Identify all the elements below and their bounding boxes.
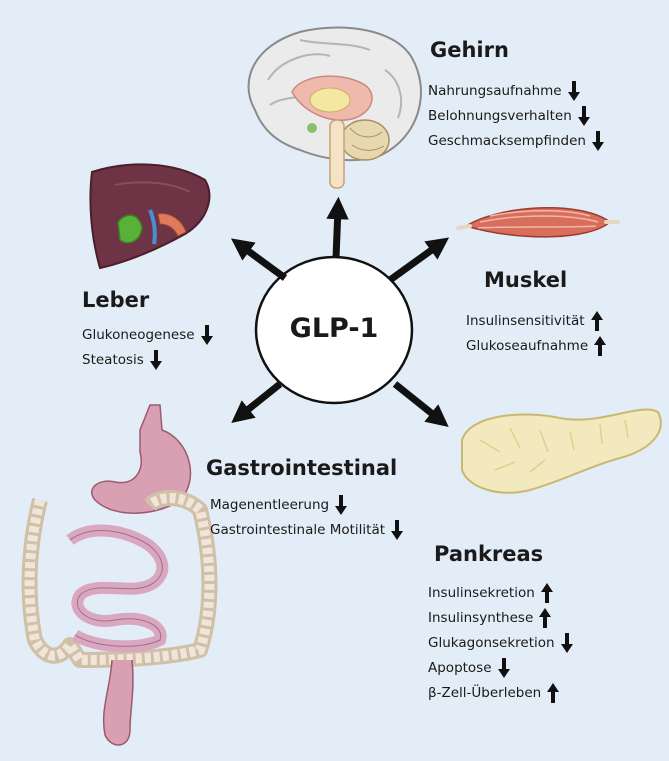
- brain-effect-item: Geschmacksempfinden: [428, 128, 605, 153]
- arrow-down-icon: [391, 519, 404, 540]
- arrow-down-icon: [560, 632, 573, 653]
- muscle-effect-item: Insulinsensitivität: [466, 308, 607, 333]
- arrow-down-icon: [149, 349, 162, 370]
- pancreas-illustration: [461, 408, 662, 494]
- brain-effect-item: Nahrungsaufnahme: [428, 78, 605, 103]
- brain-illustration: [247, 26, 422, 189]
- gastro-title: Gastrointestinal: [206, 456, 398, 480]
- muscle-effect-item: Glukoseaufnahme: [466, 333, 607, 358]
- arrow-to-gastro: [231, 381, 283, 423]
- center-label: GLP-1: [289, 313, 379, 344]
- liver-illustration: [89, 163, 211, 270]
- effect-label: Nahrungsaufnahme: [428, 82, 562, 99]
- brain-effect-item: Belohnungsverhalten: [428, 103, 605, 128]
- arrow-up-icon: [594, 335, 607, 356]
- arrow-up-icon: [539, 607, 552, 628]
- arrow-down-icon: [577, 105, 590, 126]
- gastro-effect-item: Gastrointestinale Motilität: [210, 517, 404, 542]
- muscle-illustration: [456, 206, 620, 238]
- effect-label: Glukoseaufnahme: [466, 337, 589, 354]
- effect-label: Insulinsensitivität: [466, 312, 585, 329]
- arrow-up-icon: [590, 310, 603, 331]
- effect-label: Apoptose: [428, 659, 492, 676]
- liver-effect-item: Glukoneogenese: [82, 322, 214, 347]
- effect-label: Geschmacksempfinden: [428, 132, 586, 149]
- pancreas-effect-item: Insulinsynthese: [428, 605, 574, 630]
- effect-label: Glukoneogenese: [82, 326, 195, 343]
- pancreas-effect-item: Insulinsekretion: [428, 580, 574, 605]
- muscle-title: Muskel: [484, 268, 568, 292]
- arrow-to-muscle: [387, 237, 450, 283]
- effect-label: Steatosis: [82, 351, 144, 368]
- pancreas-effect-item: Apoptose: [428, 655, 574, 680]
- effect-label: Gastrointestinale Motilität: [210, 521, 386, 538]
- effect-label: Magenentleerung: [210, 496, 330, 513]
- arrow-up-icon: [540, 582, 553, 603]
- arrow-down-icon: [200, 324, 213, 345]
- arrow-to-liver: [230, 238, 288, 281]
- arrow-to-pancreas: [392, 381, 449, 427]
- effect-label: Insulinsekretion: [428, 584, 535, 601]
- arrow-down-icon: [335, 494, 348, 515]
- effect-label: Insulinsynthese: [428, 609, 534, 626]
- gastro-illustration: [21, 404, 218, 746]
- arrow-to-brain: [326, 196, 349, 259]
- pancreas-title: Pankreas: [434, 542, 544, 566]
- liver-title: Leber: [82, 288, 150, 312]
- arrow-down-icon: [592, 130, 604, 151]
- effect-label: β-Zell-Überleben: [428, 684, 542, 701]
- brain-title: Gehirn: [430, 38, 509, 62]
- arrow-down-icon: [567, 80, 580, 101]
- radial-arrows: [230, 196, 450, 427]
- arrow-up-icon: [547, 682, 560, 703]
- gastro-effect-item: Magenentleerung: [210, 492, 404, 517]
- pancreas-effect-item: β-Zell-Überleben: [428, 680, 574, 705]
- effect-label: Glukagonsekretion: [428, 634, 555, 651]
- effect-label: Belohnungsverhalten: [428, 107, 572, 124]
- arrow-down-icon: [497, 657, 510, 678]
- liver-effect-item: Steatosis: [82, 347, 214, 372]
- pancreas-effect-item: Glukagonsekretion: [428, 630, 574, 655]
